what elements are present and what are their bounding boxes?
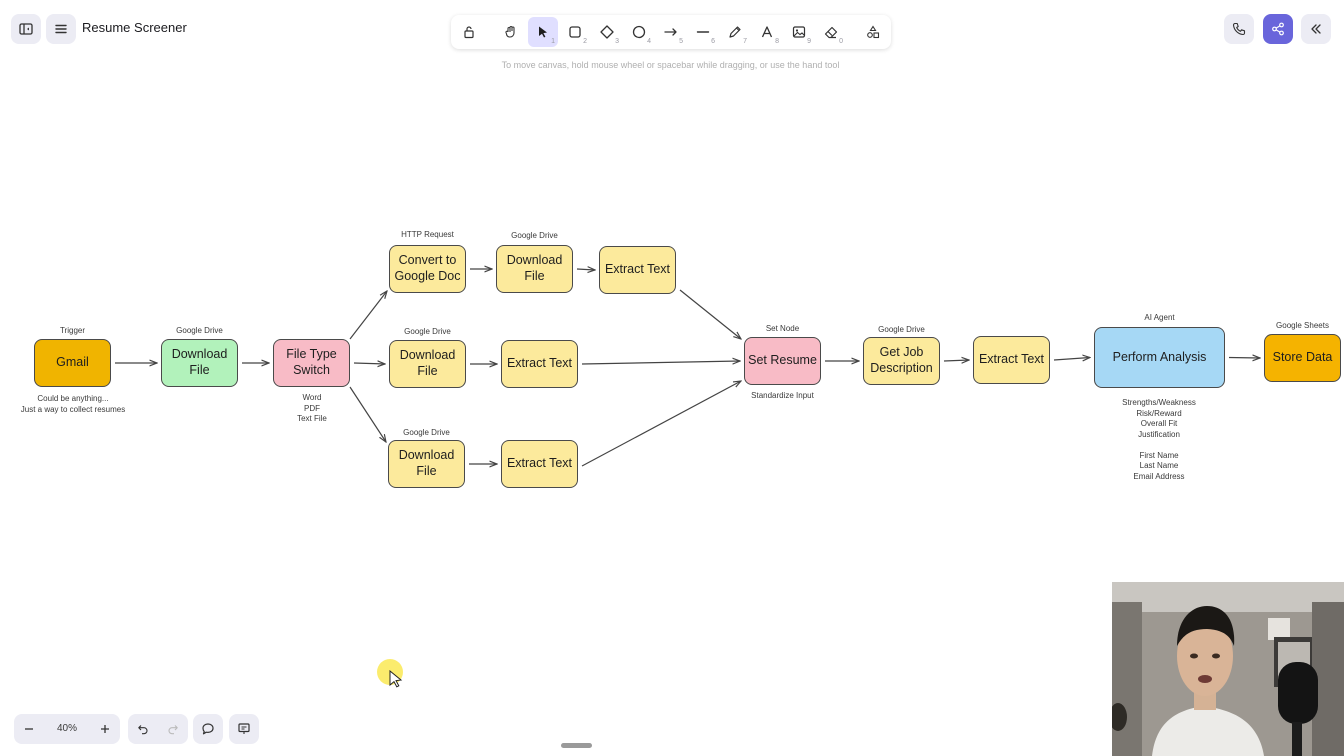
gmail-notes: Could be anything... Just a way to colle… — [10, 394, 136, 415]
mouse-cursor-icon — [389, 670, 403, 688]
canvas-scroll-handle[interactable] — [561, 743, 592, 748]
connector-switch-to-convert[interactable] — [350, 291, 387, 339]
set-resume-node[interactable]: Set Resume — [744, 337, 821, 385]
store-data-node[interactable]: Store Data — [1264, 334, 1341, 382]
zoom-out-icon — [23, 723, 35, 735]
google-drive-label: Google Drive — [496, 231, 573, 241]
convert-to-google-doc-node[interactable]: Convert to Google Doc — [389, 245, 466, 293]
download-file-node[interactable]: Download File — [388, 440, 465, 488]
presentation-button[interactable] — [229, 714, 259, 744]
webcam-overlay — [1112, 582, 1344, 756]
comment-icon — [200, 721, 216, 737]
zoom-level[interactable]: 40% — [52, 714, 82, 744]
download-file-node[interactable]: Download File — [389, 340, 466, 388]
redo-button[interactable] — [158, 714, 188, 744]
presentation-icon — [236, 721, 252, 737]
zoom-controls: 40% — [14, 714, 120, 744]
download-file-node[interactable]: Download File — [496, 245, 573, 293]
extract-text-node[interactable]: Extract Text — [501, 440, 578, 488]
connector-jobdesc-to-extract4[interactable] — [944, 360, 969, 361]
google-drive-label: Google Drive — [388, 428, 465, 438]
perform-analysis-node[interactable]: Perform Analysis — [1094, 327, 1225, 388]
zoom-out-button[interactable] — [14, 714, 44, 744]
google-sheets-label: Google Sheets — [1262, 321, 1343, 331]
connector-extract1-to-setresume[interactable] — [680, 290, 741, 339]
extract-text-node[interactable]: Extract Text — [973, 336, 1050, 384]
connector-extract3-to-setresume[interactable] — [582, 381, 741, 466]
file-types-notes: Word PDF Text File — [282, 393, 342, 425]
google-drive-label: Google Drive — [389, 327, 466, 337]
undo-button[interactable] — [128, 714, 158, 744]
http-request-label: HTTP Request — [389, 230, 466, 240]
get-job-description-node[interactable]: Get Job Description — [863, 337, 940, 385]
gmail-node[interactable]: Gmail — [34, 339, 111, 387]
extract-text-node[interactable]: Extract Text — [501, 340, 578, 388]
connector-download2-to-extract1[interactable] — [577, 269, 595, 270]
google-drive-label: Google Drive — [863, 325, 940, 335]
standardize-input-label: Standardize Input — [734, 391, 831, 401]
analysis-notes: Strengths/Weakness Risk/Reward Overall F… — [1100, 398, 1218, 482]
history-controls — [128, 714, 188, 744]
connector-switch-to-download4[interactable] — [350, 387, 386, 442]
set-node-label: Set Node — [744, 324, 821, 334]
file-type-switch-node[interactable]: File Type Switch — [273, 339, 350, 387]
redo-icon — [167, 723, 179, 735]
extract-text-node[interactable]: Extract Text — [599, 246, 676, 294]
connector-extract4-to-analysis[interactable] — [1054, 358, 1090, 361]
connector-analysis-to-store[interactable] — [1229, 358, 1260, 359]
presenter-video-image — [1112, 582, 1344, 756]
connector-switch-to-download3[interactable] — [354, 363, 385, 364]
zoom-in-icon — [99, 723, 111, 735]
comment-button[interactable] — [193, 714, 223, 744]
connector-extract2-to-setresume[interactable] — [582, 361, 740, 364]
download-file-node[interactable]: Download File — [161, 339, 238, 387]
undo-icon — [137, 723, 149, 735]
zoom-in-button[interactable] — [90, 714, 120, 744]
google-drive-label: Google Drive — [161, 326, 238, 336]
ai-agent-label: AI Agent — [1094, 313, 1225, 323]
trigger-label: Trigger — [34, 326, 111, 336]
